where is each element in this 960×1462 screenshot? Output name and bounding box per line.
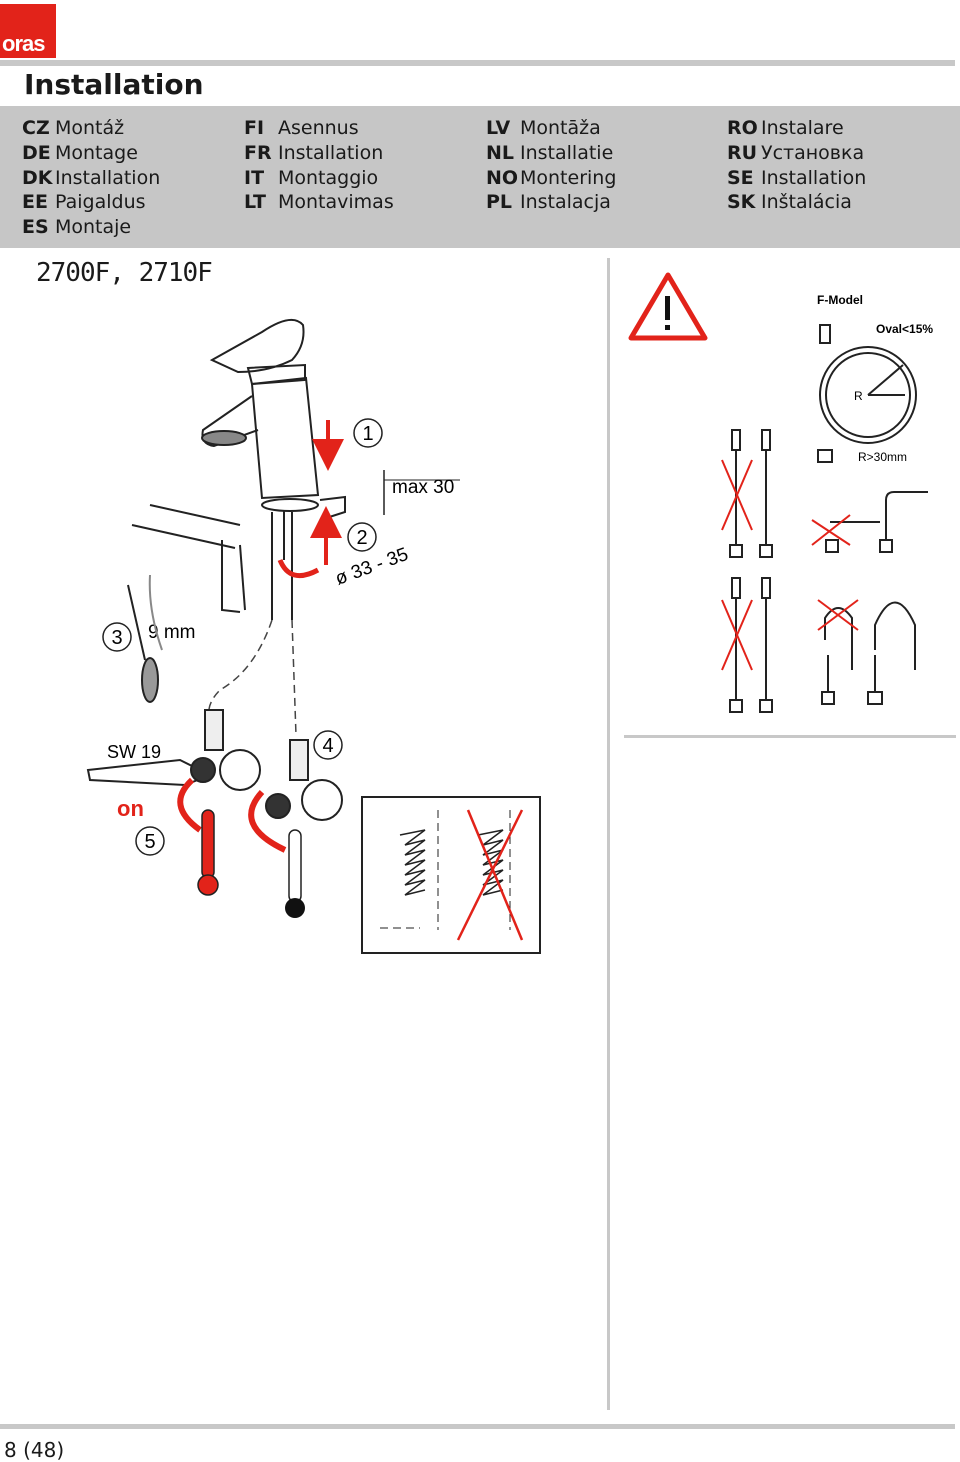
page-title: Installation — [24, 68, 204, 101]
incorrect-cross-icons — [721, 459, 859, 671]
open-valve-cold-arrow-icon — [248, 789, 287, 853]
exclamation-triangle-icon — [628, 272, 708, 341]
step-3-badge — [102, 622, 132, 652]
footer-rule — [0, 1424, 955, 1429]
hose-examples — [729, 429, 928, 713]
step-2-label: 2 — [356, 527, 367, 549]
rotate-arrow-icon — [277, 558, 320, 579]
cold-thermometer-icon — [285, 829, 305, 918]
oras-logo: oras — [0, 4, 56, 58]
step-2-badge — [347, 522, 377, 552]
thread-detail-box — [361, 796, 541, 954]
screwdriver-icon — [127, 584, 159, 703]
wrench-size-label: SW 19 — [107, 742, 161, 762]
diameter-label: ø 33 - 35 — [333, 544, 412, 590]
angle-valves — [86, 709, 343, 821]
step-3-label: 3 — [111, 627, 122, 649]
radius-min-label: R>30mm — [858, 450, 907, 464]
section-divider — [624, 735, 956, 738]
screwdriver-size-label: 9 mm — [148, 622, 196, 643]
page-number: 8 (48) — [4, 1438, 65, 1462]
max-dimension-label: max 30 — [392, 477, 454, 498]
hot-thermometer-icon — [197, 809, 219, 896]
radius-symbol: R — [854, 389, 863, 403]
column-divider — [607, 258, 610, 1410]
model-number: 2700F, 2710F — [36, 258, 213, 288]
step-4-badge — [313, 730, 343, 760]
on-label: on — [117, 796, 144, 821]
step-5-label: 5 — [144, 831, 155, 853]
oval-label: Oval<15% — [876, 322, 933, 336]
faucet-drawing — [131, 318, 346, 620]
step-1-badge — [353, 418, 383, 448]
hose-bend-diagram — [817, 324, 917, 463]
step-1-label: 1 — [362, 423, 373, 445]
step-4-label: 4 — [322, 735, 333, 757]
open-valve-hot-arrow-icon — [177, 777, 202, 833]
step-5-badge — [135, 826, 165, 856]
header-rule — [0, 60, 955, 66]
f-model-label: F-Model — [817, 293, 863, 307]
